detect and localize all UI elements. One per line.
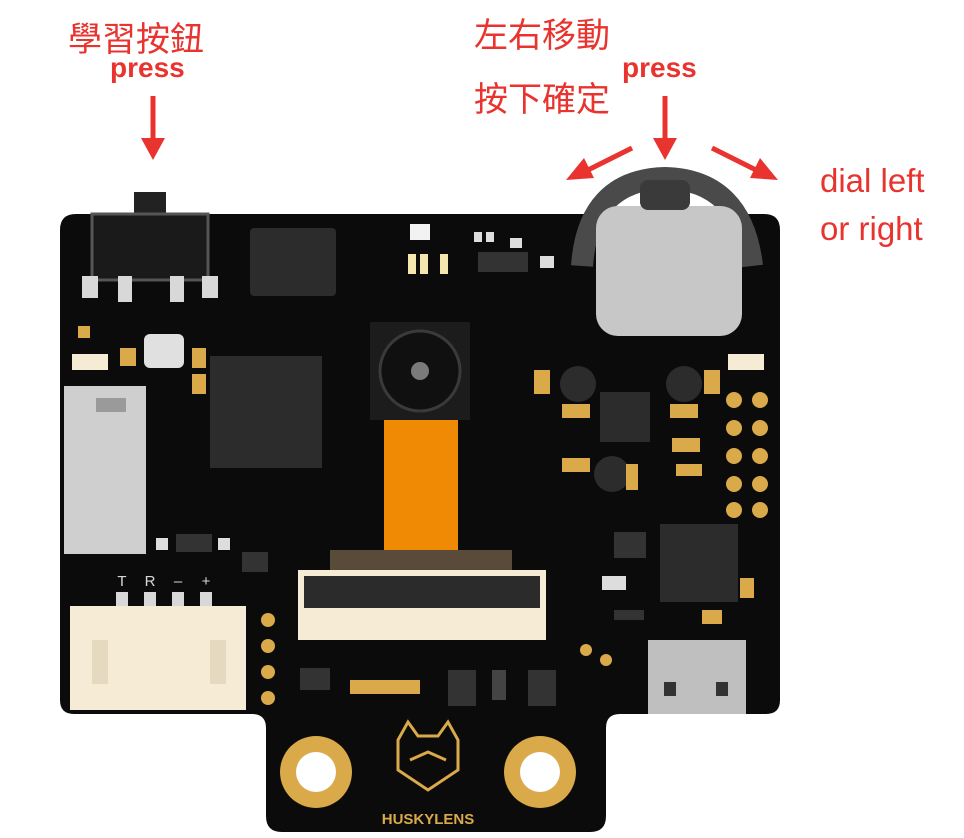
right-components: [534, 354, 764, 624]
learn-button[interactable]: [82, 192, 218, 302]
dial-left-label: dial left: [820, 162, 925, 199]
camera-ribbon: [384, 420, 458, 550]
learn-press-label: press: [110, 52, 185, 83]
mounting-hole-left: [280, 736, 352, 808]
sd-card-slot[interactable]: [64, 386, 146, 554]
pin-label-minus: –: [174, 573, 183, 590]
micro-usb-port[interactable]: [648, 640, 746, 714]
small-components: [156, 534, 626, 706]
dial-right-arrow: [710, 145, 778, 180]
dial-press-label: press: [622, 52, 697, 83]
pin-label-r: R: [145, 573, 156, 590]
flash-chip: [250, 228, 336, 296]
dial-move-label-zh: 左右移動: [474, 16, 610, 56]
button-2: [144, 334, 184, 368]
pin-label-plus: +: [202, 573, 211, 590]
camera-module: [370, 322, 470, 550]
pin-labels: T R – +: [117, 573, 210, 590]
huskylens-logo: [396, 719, 460, 792]
test-pad: [78, 326, 90, 338]
learn-button-label-zh: 學習按鈕: [68, 20, 204, 60]
mounting-hole-right: [504, 736, 576, 808]
top-leds: [408, 224, 554, 274]
brand-text: HUSKYLENS: [382, 811, 475, 828]
mcu-chip: [660, 524, 738, 602]
fpc-connector: [298, 550, 546, 640]
dial-left-arrow: [566, 145, 634, 180]
header-pins: [261, 392, 768, 705]
main-processor-chip: [210, 356, 322, 468]
pin-label-t: T: [117, 573, 126, 590]
learn-press-arrow: [141, 96, 165, 160]
dial-right-label: or right: [820, 210, 923, 247]
uart-power-connector: [70, 592, 246, 710]
power-led: [72, 354, 108, 370]
dial-press-arrow: [653, 96, 677, 160]
dial-confirm-label-zh: 按下確定: [474, 80, 610, 120]
dial-switch[interactable]: [571, 166, 763, 336]
